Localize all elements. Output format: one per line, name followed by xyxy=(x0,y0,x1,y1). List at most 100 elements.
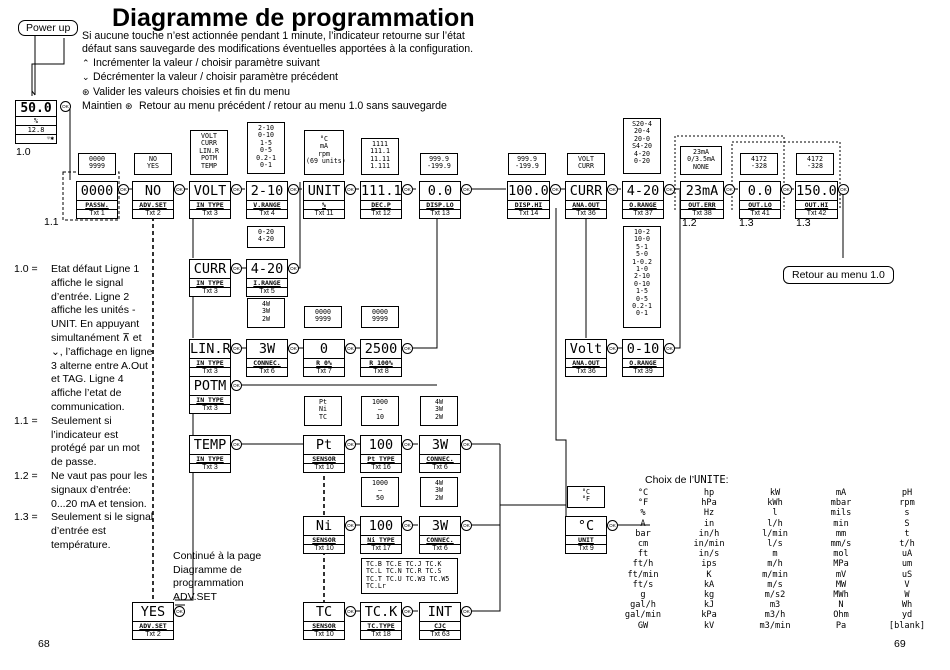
unit-option: mbar xyxy=(830,498,852,509)
unit-option: Pa xyxy=(835,620,847,631)
continued-note: Continué à la page Diagramme de programm… xyxy=(173,550,262,603)
ok-icon: OK xyxy=(402,343,413,354)
unit-option: s xyxy=(904,508,910,519)
unit-option: N xyxy=(838,600,844,611)
unit-option: l xyxy=(772,508,778,519)
unit-option: °F xyxy=(637,498,649,509)
unit-option: MPa xyxy=(833,559,849,570)
options-unitc: °C°F xyxy=(567,486,605,508)
unit-option: in/h xyxy=(698,528,720,539)
ok-icon: OK xyxy=(231,380,242,391)
ok-icon: OK xyxy=(345,606,356,617)
ok-icon: OK xyxy=(724,184,735,195)
unit-option: kW xyxy=(769,488,781,498)
ok-icon: OK xyxy=(174,184,185,195)
unit-option: Wh xyxy=(901,600,913,611)
ok-icon: OK xyxy=(231,263,242,274)
ok-icon: OK xyxy=(288,184,299,195)
unit-option: MWh xyxy=(833,590,849,601)
ok-icon: OK xyxy=(781,184,792,195)
unit-option: ft/h xyxy=(632,559,654,570)
unit-option: mol xyxy=(833,549,849,560)
ok-icon: OK xyxy=(664,184,675,195)
return-menu-button[interactable]: Retour au menu 1.0 xyxy=(783,266,894,284)
unit-option: ft/min xyxy=(627,569,659,580)
unit-option: m/s xyxy=(767,579,783,590)
default-status-icon: ☼✱ xyxy=(46,135,54,142)
page-number-right: 69 xyxy=(894,638,906,650)
intro-hold: Maintien ⊛ Retour au menu précédent / re… xyxy=(82,100,482,114)
unit-option: cm xyxy=(637,539,649,550)
default-value: 50.0 xyxy=(16,101,56,117)
label-1-2: 1.2 xyxy=(682,217,697,229)
label-1-3a: 1.3 xyxy=(739,217,754,229)
param-unit[interactable]: UNIT%Txt 11 xyxy=(303,181,345,219)
legend-item-1-3: 1.3 =Seulement si le signal d’entrée est… xyxy=(14,511,154,551)
ok-icon: OK xyxy=(345,184,356,195)
unit-option: A xyxy=(640,518,646,529)
intro-up: ⌃Incrémenter la valeur / choisir paramèt… xyxy=(82,57,482,71)
unit-option: m xyxy=(772,549,778,560)
ok-icon: OK xyxy=(345,439,356,450)
unit-option: m3/min xyxy=(759,620,791,631)
intro-down: ⌄Décrémenter la valeur / choisir paramèt… xyxy=(82,71,482,85)
unit-option: [blank] xyxy=(888,620,926,631)
legend-item-1-0: 1.0 =Etat défaut Ligne 1 affiche le sign… xyxy=(14,263,153,413)
unit-option: V xyxy=(904,579,910,590)
unit-option: Ohm xyxy=(833,610,849,621)
unit-option: W xyxy=(904,590,910,601)
label-1-3b: 1.3 xyxy=(796,217,811,229)
ok-icon: OK xyxy=(402,184,413,195)
unit-option: mV xyxy=(835,569,847,580)
unit-option: hp xyxy=(703,488,715,498)
unit-option: kA xyxy=(703,579,715,590)
ok-icon: OK xyxy=(550,184,561,195)
unit-option: kg xyxy=(703,590,715,601)
ok-icon: OK xyxy=(461,439,472,450)
ok-icon: OK xyxy=(231,184,242,195)
unit-option: mA xyxy=(835,488,847,498)
options-outlo: 4172-328 xyxy=(740,153,778,175)
intro-timeout: Si aucune touche n’est actionnée pendant… xyxy=(82,30,474,56)
ok-icon: OK xyxy=(288,343,299,354)
